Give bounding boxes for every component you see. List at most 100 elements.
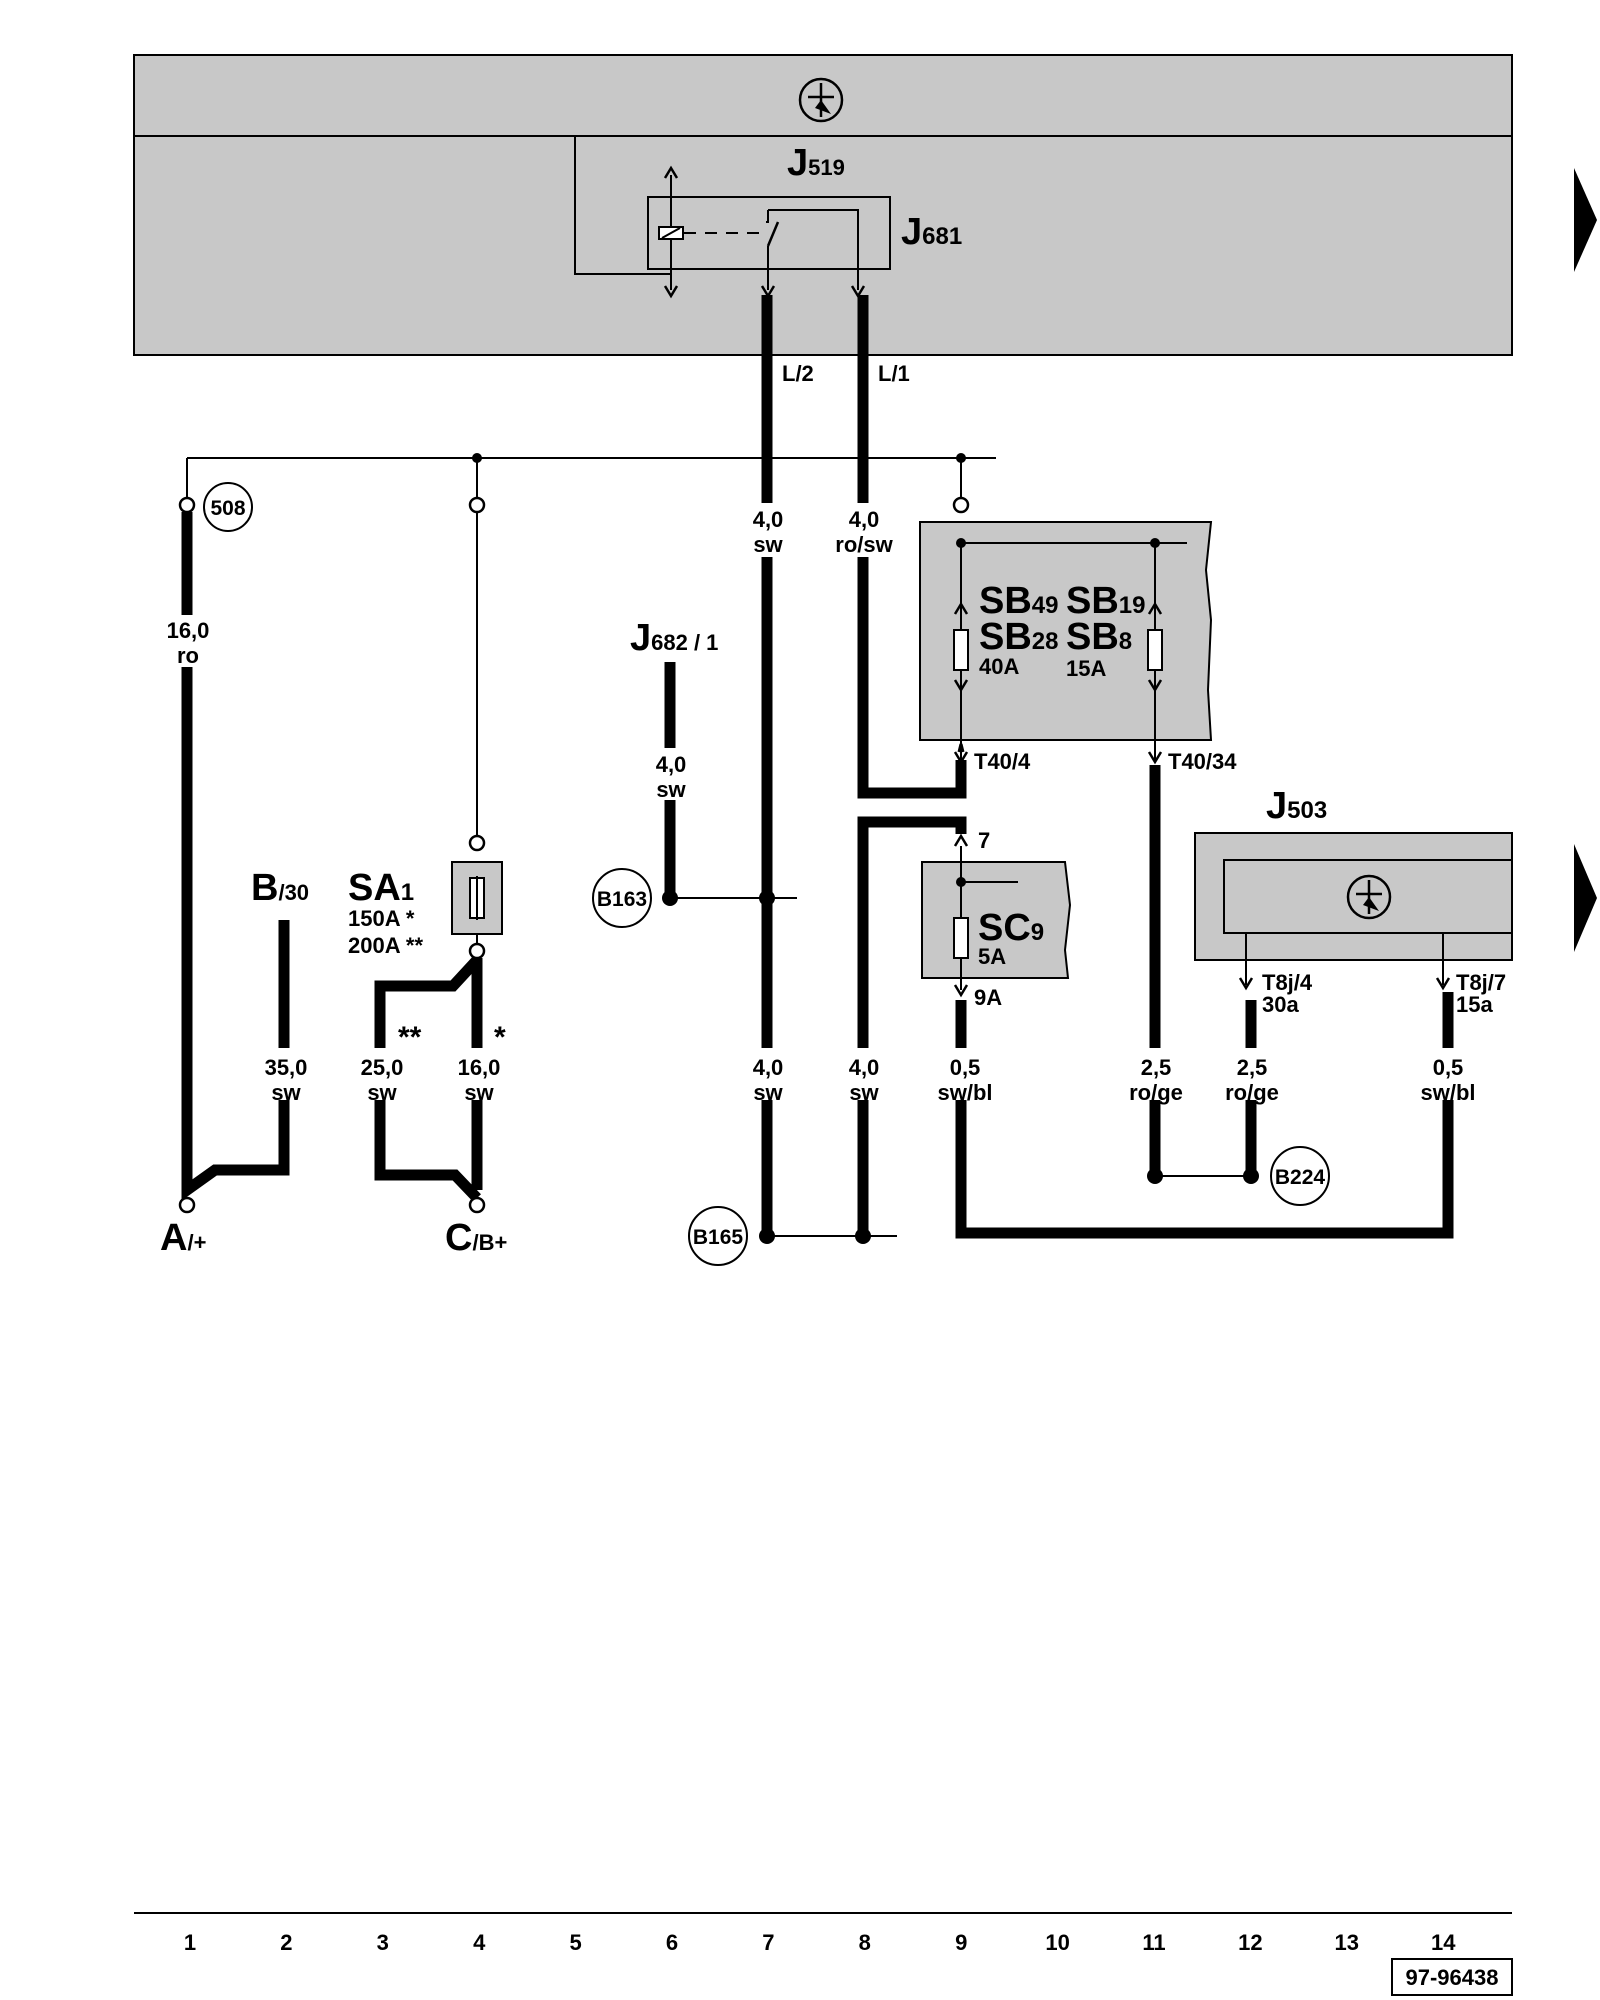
j503-inner-box bbox=[1223, 859, 1513, 934]
sb8-label: SB8 bbox=[1066, 616, 1132, 658]
sb19-label: SB19 bbox=[1066, 580, 1146, 622]
connector-t8j-4-label: T8j/4 bbox=[1262, 970, 1313, 995]
sa1-rating-1: 150A * bbox=[348, 906, 415, 931]
terminal-pin bbox=[468, 942, 486, 960]
terminal-a-pin bbox=[178, 1196, 196, 1214]
sb-fuse-icon bbox=[953, 629, 969, 671]
terminal-a-label: A/+ bbox=[160, 1217, 206, 1259]
terminal-c-pin bbox=[468, 1196, 486, 1214]
sb28-label: SB28 bbox=[979, 616, 1059, 658]
connector-t8j-4-terminal: 30a bbox=[1262, 992, 1299, 1017]
connector-l2-label: L/2 bbox=[782, 361, 814, 386]
relay-coil-top-pin bbox=[663, 165, 679, 179]
control-unit-symbol-icon bbox=[798, 77, 844, 123]
j681-label: J681 bbox=[901, 211, 962, 253]
j519-label: J519 bbox=[787, 142, 845, 184]
column-number: 3 bbox=[377, 1930, 389, 1955]
sb-fuse-block bbox=[919, 521, 1213, 741]
connector-l1-label: L/1 bbox=[878, 361, 910, 386]
wire-sc9-to-j503 bbox=[955, 992, 1454, 1239]
wire-color-label: sw bbox=[753, 1080, 783, 1105]
relay-coil-bottom-pin bbox=[663, 285, 679, 299]
column-number: 7 bbox=[762, 1930, 774, 1955]
column-number: 9 bbox=[955, 1930, 967, 1955]
connection-b165-callout bbox=[688, 1206, 748, 1266]
column-number: 1 bbox=[184, 1930, 196, 1955]
wire-size-label: 4,0 bbox=[849, 507, 880, 532]
sb-right-rating: 15A bbox=[1066, 656, 1106, 681]
connection-b165-label: B165 bbox=[693, 1226, 744, 1249]
wire-size-label: 16,0 bbox=[458, 1055, 501, 1080]
drawing-number-box bbox=[1391, 1958, 1513, 1996]
connection-508-callout bbox=[203, 482, 253, 532]
wire-size-label: 0,5 bbox=[950, 1055, 981, 1080]
sa1-label: SA1 bbox=[348, 867, 414, 909]
wire-size-label: 4,0 bbox=[656, 752, 687, 777]
wire-color-label: sw bbox=[367, 1080, 397, 1105]
column-number: 12 bbox=[1238, 1930, 1262, 1955]
terminal-pin bbox=[178, 496, 196, 514]
variant-marker: * bbox=[494, 1021, 506, 1054]
drawing-number: 97-96438 bbox=[1406, 1965, 1499, 1990]
column-number: 10 bbox=[1045, 1930, 1069, 1955]
splice-b224 bbox=[1243, 1168, 1259, 1184]
relay-switch-wiring bbox=[766, 209, 859, 290]
connector-t8j-7-terminal: 15a bbox=[1456, 992, 1493, 1017]
connection-b224-label: B224 bbox=[1275, 1166, 1326, 1189]
connector-t40-34-label: T40/34 bbox=[1168, 749, 1237, 774]
j503-label: J503 bbox=[1266, 785, 1327, 827]
terminal-pin bbox=[468, 834, 486, 852]
column-number: 11 bbox=[1142, 1930, 1165, 1955]
connection-b163-label: B163 bbox=[597, 888, 647, 911]
column-number: 13 bbox=[1335, 1930, 1359, 1955]
wire-color-label: sw bbox=[271, 1080, 301, 1105]
wire-color-label: ro/ge bbox=[1225, 1080, 1279, 1105]
ground-splice bbox=[855, 1228, 871, 1244]
column-number: 14 bbox=[1431, 1930, 1456, 1955]
j682-label: J682 / 1 bbox=[630, 617, 718, 659]
connection-b163-callout bbox=[592, 868, 652, 928]
column-number: 6 bbox=[666, 1930, 678, 1955]
terminal-b-label: B/30 bbox=[251, 867, 309, 909]
connector-t40-4-label: T40/4 bbox=[974, 749, 1031, 774]
wire-size-label: 35,0 bbox=[265, 1055, 308, 1080]
wire-size-label: 2,5 bbox=[1141, 1055, 1172, 1080]
continuation-arrow-icon bbox=[1574, 844, 1597, 952]
wire-color-label: sw/bl bbox=[1420, 1080, 1475, 1105]
wire-col8-lower bbox=[857, 816, 967, 1236]
connector-9a-label: 9A bbox=[974, 985, 1002, 1010]
column-number: 2 bbox=[280, 1930, 292, 1955]
connector-pin-7-label: 7 bbox=[978, 828, 990, 853]
relay-contact-icon bbox=[766, 221, 780, 247]
variant-marker: ** bbox=[398, 1021, 422, 1054]
wire-size-label: 4,0 bbox=[753, 1055, 784, 1080]
terminal-pin bbox=[468, 496, 486, 514]
wire-size-label: 2,5 bbox=[1237, 1055, 1268, 1080]
panel-internal-loop bbox=[574, 136, 671, 275]
wire-size-label: 25,0 bbox=[361, 1055, 404, 1080]
connection-508-label: 508 bbox=[210, 497, 245, 520]
connection-b224-callout bbox=[1270, 1146, 1330, 1206]
control-unit-symbol-icon bbox=[1346, 874, 1392, 920]
sc9-rating: 5A bbox=[978, 944, 1006, 969]
wire-color-label: sw bbox=[464, 1080, 494, 1105]
wire-color-label: sw bbox=[656, 777, 686, 802]
connector-t8j-7-label: T8j/7 bbox=[1456, 970, 1506, 995]
wire-color-label: sw bbox=[849, 1080, 879, 1105]
wire-size-label: 4,0 bbox=[849, 1055, 880, 1080]
wire-size-label: 4,0 bbox=[753, 507, 784, 532]
column-number: 5 bbox=[569, 1930, 581, 1955]
sc9-label: SC9 bbox=[978, 907, 1044, 949]
wire-size-label: 16,0 bbox=[167, 618, 210, 643]
continuation-arrow-icon bbox=[1574, 168, 1597, 272]
wire-color-label: ro bbox=[177, 643, 199, 668]
wire-color-label: sw bbox=[753, 532, 783, 557]
sb49-label: SB49 bbox=[979, 580, 1059, 622]
j503-control-unit bbox=[1194, 832, 1513, 961]
terminal-pin bbox=[952, 496, 970, 514]
sb-fuse-icon bbox=[1147, 629, 1163, 671]
wire-color-label: ro/sw bbox=[835, 532, 893, 557]
sb-left-rating: 40A bbox=[979, 654, 1019, 679]
